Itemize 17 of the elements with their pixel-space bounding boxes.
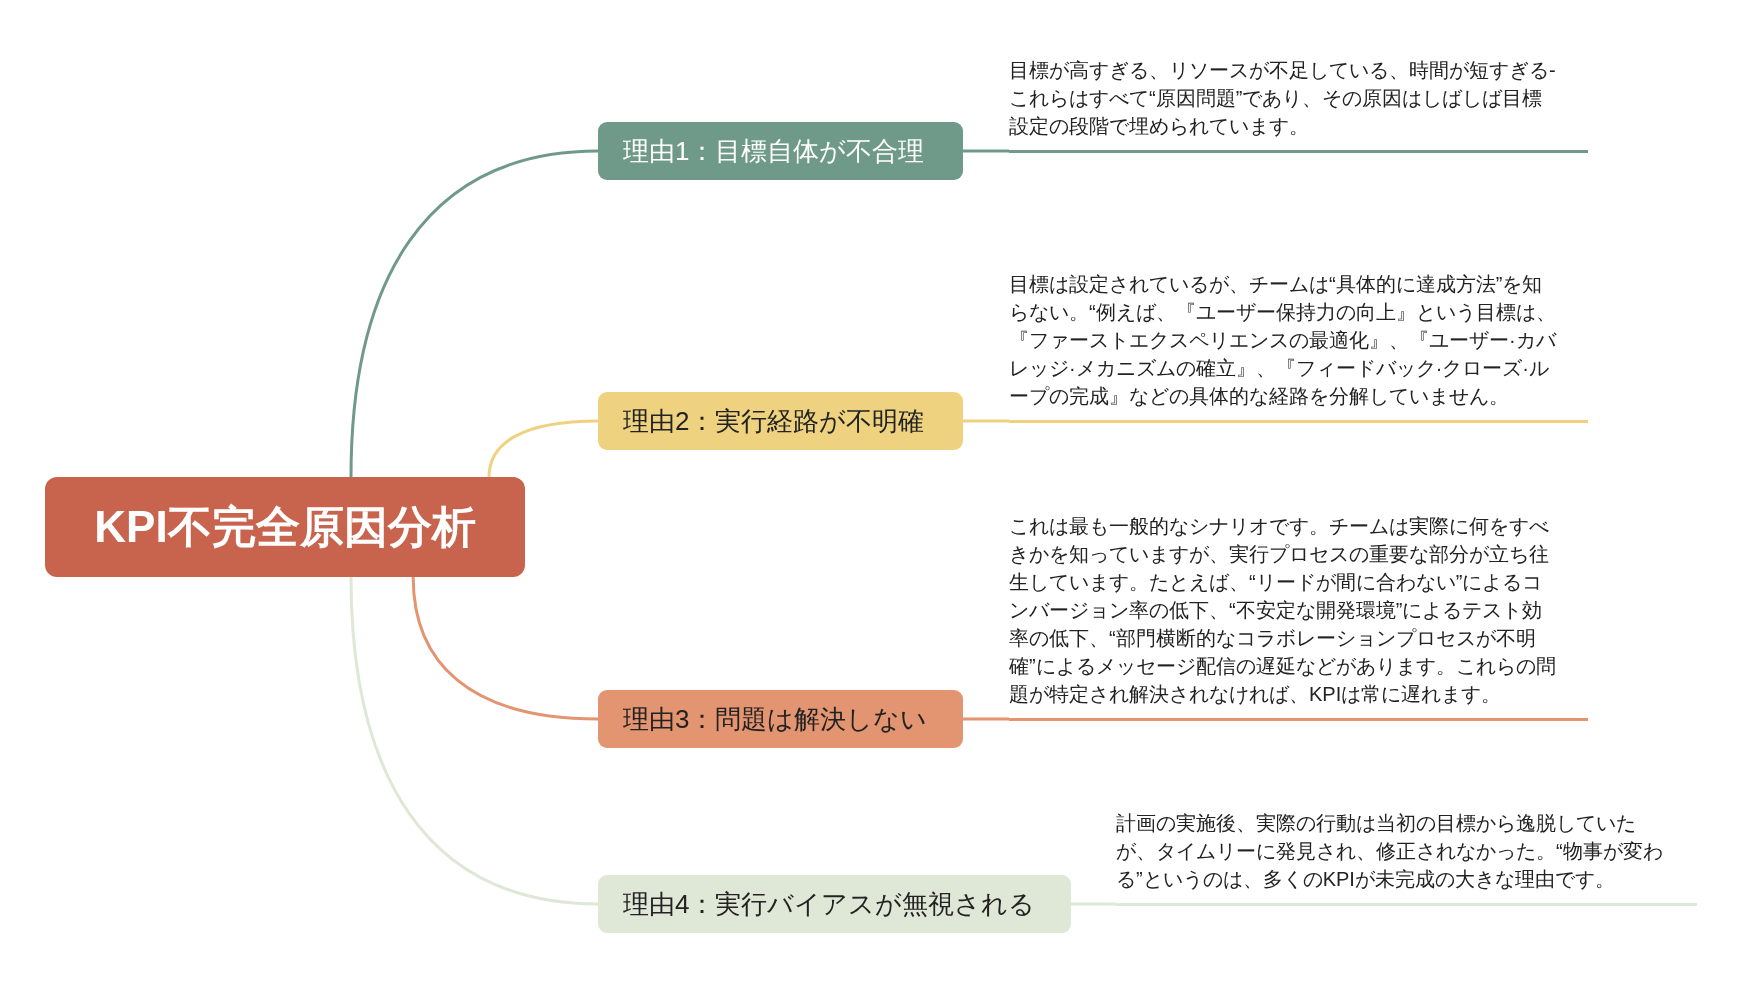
branch-connector	[487, 419, 599, 478]
branch-topic: 理由1：目標自体が不合理	[598, 122, 963, 180]
branch-connector	[963, 149, 1009, 153]
branch-connector	[963, 717, 1009, 721]
description-text: これは最も一般的なシナリオです。チームは実際に何をすべきかを知っていますが、実行プロセスの重要な部分が立ち往生しています。たとえば、“リードが間に合わない”によるコンバージョン率の低下、“不安定な開発環境”によるテスト効率の低下、“部門横断的なコラボレーションプロセスが不明確”によるメッセージ配信の遅延などがあります。これらの問題が特定され解決されなければ、KPIは常に遅れます。	[1009, 511, 1588, 721]
branch-topic: 理由4：実行バイアスが無視される	[598, 875, 1071, 933]
branch-connector	[349, 576, 599, 906]
branch-connector	[349, 149, 599, 478]
branch-connector	[411, 576, 599, 721]
description-text: 目標は設定されているが、チームは“具体的に達成方法”を知らない。“例えば、『ユーザー保持力の向上』という目標は、『ファーストエクスペリエンスの最適化』、『ユーザー·カバレッジ·メカニズムの確立』、『フィードバック·クローズ·ループの完成』などの具体的な経路を分解していません。	[1009, 269, 1588, 423]
description-text: 計画の実施後、実際の行動は当初の目標から逸脱していたが、タイムリーに発見され、修正されなかった。“物事が変わる”というのは、多くのKPIが未完成の大きな理由です。	[1116, 808, 1697, 906]
branch-topic: 理由3：問題は解決しない	[598, 690, 963, 748]
root-topic: KPI不完全原因分析	[45, 477, 525, 577]
branch-connector	[1071, 902, 1116, 906]
branch-topic: 理由2：実行経路が不明確	[598, 392, 963, 450]
branch-connector	[963, 419, 1009, 423]
description-text: 目標が高すぎる、リソースが不足している、時間が短すぎる-これらはすべて“原因問題”であり、その原因はしばしば目標設定の段階で埋められています。	[1009, 55, 1588, 153]
